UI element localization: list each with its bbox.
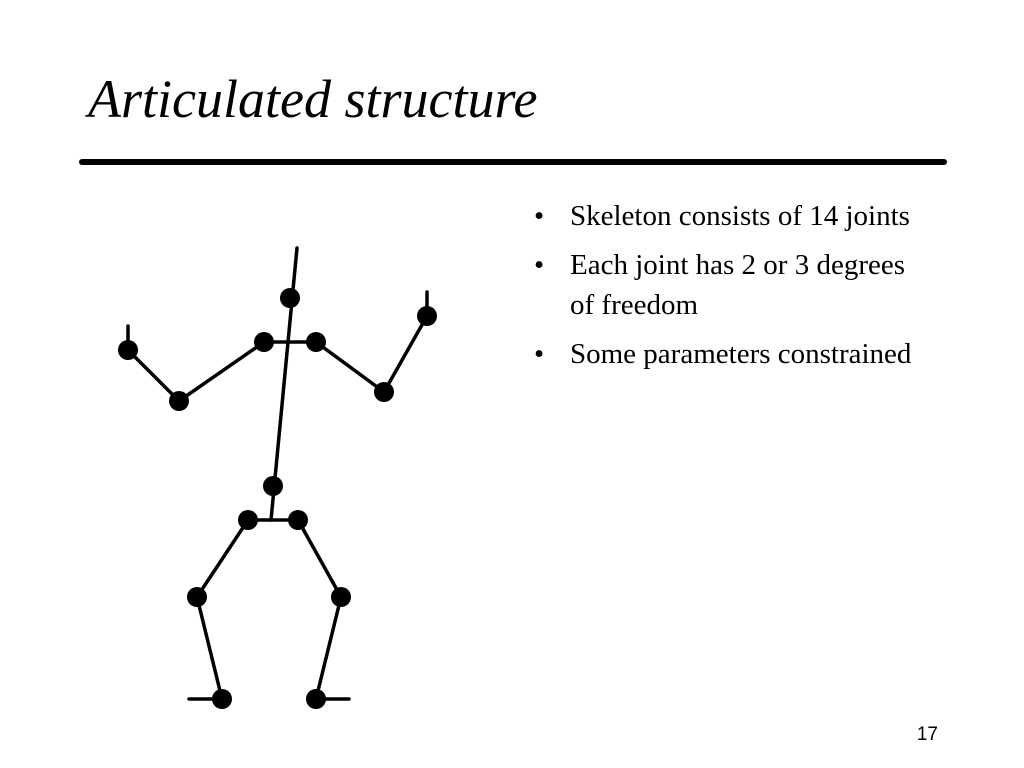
left-ankle-joint — [212, 689, 232, 709]
right-shoulder-joint — [306, 332, 326, 352]
pelvis-joint — [263, 476, 283, 496]
bullet-text: Some parameters constrained — [570, 338, 912, 370]
title-divider — [79, 159, 947, 165]
right-shin-bone — [314, 595, 343, 701]
bullet-list: • Skeleton consists of 14 joints • Each … — [530, 196, 930, 383]
right-upper-arm-bone — [314, 340, 386, 394]
right-ankle-joint — [306, 689, 326, 709]
left-shin-bone — [195, 595, 224, 701]
left-elbow-joint — [169, 391, 189, 411]
right-wrist-joint — [417, 306, 437, 326]
page-number: 17 — [916, 724, 938, 745]
right-knee-joint — [331, 587, 351, 607]
bullet-item: • Skeleton consists of 14 joints — [530, 196, 930, 236]
left-forearm-bone — [126, 348, 181, 403]
left-wrist-joint — [118, 340, 138, 360]
bullet-item: • Some parameters constrained — [530, 334, 930, 374]
left-upper-arm-bone — [177, 340, 266, 403]
right-hip-joint — [288, 510, 308, 530]
bullet-marker: • — [534, 249, 545, 281]
right-elbow-joint — [374, 382, 394, 402]
bullet-text: Skeleton consists of 14 joints — [570, 200, 910, 232]
bullet-item: • Each joint has 2 or 3 degrees of freed… — [530, 245, 930, 325]
head-joint — [280, 288, 300, 308]
slide-title: Articulated structure — [88, 69, 538, 129]
right-forearm-bone — [382, 314, 429, 394]
left-hip-joint — [238, 510, 258, 530]
bullet-text: Each joint has 2 or 3 degrees of freedom — [570, 249, 906, 321]
bullet-marker: • — [534, 338, 545, 370]
left-knee-joint — [187, 587, 207, 607]
bullet-marker: • — [534, 200, 545, 232]
left-thigh-bone — [195, 518, 250, 599]
right-thigh-bone — [296, 518, 343, 599]
left-shoulder-joint — [254, 332, 274, 352]
